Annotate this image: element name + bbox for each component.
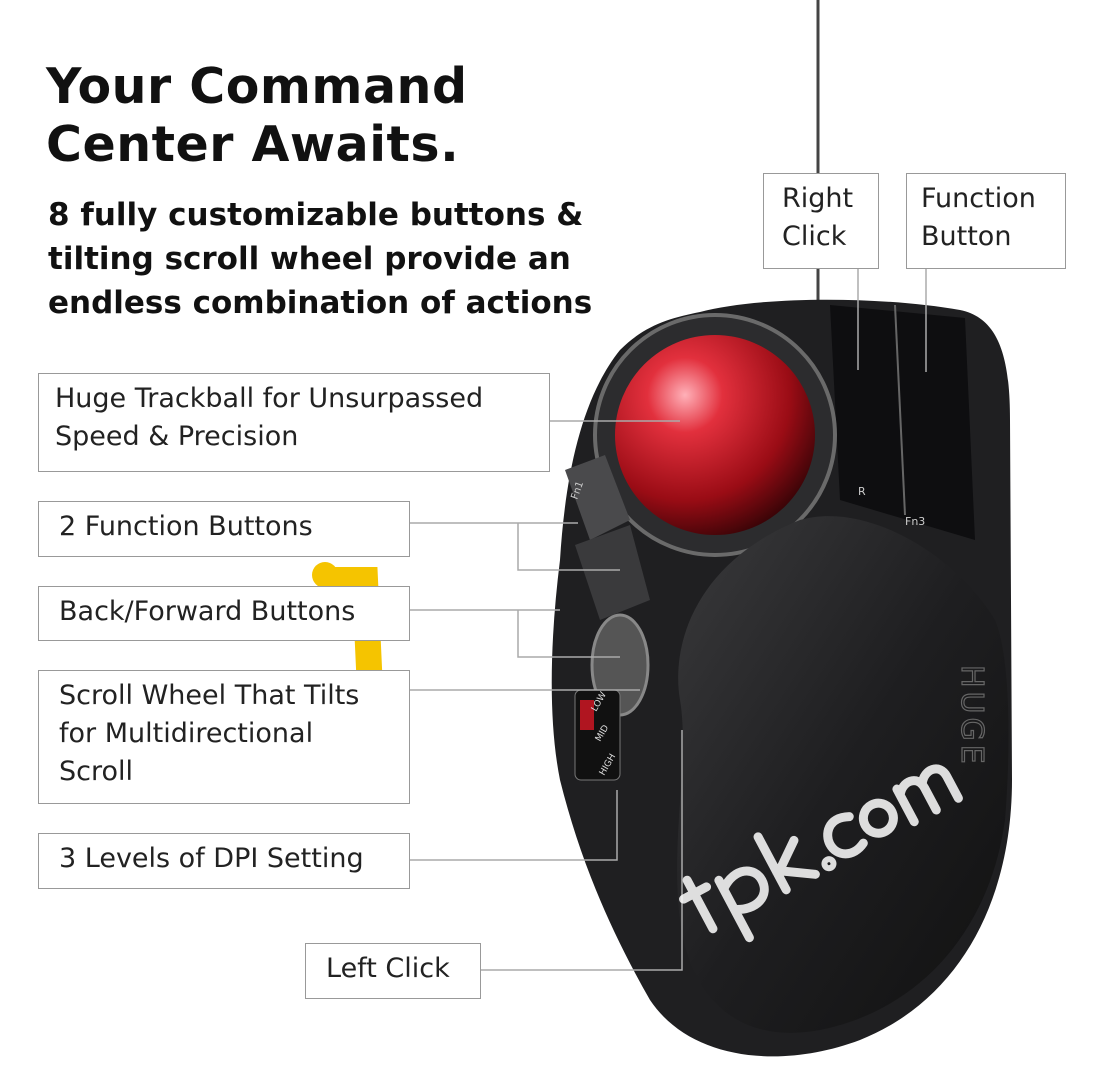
trackball (615, 335, 815, 535)
callout-left-click: Left Click (305, 943, 481, 999)
callout-function-buttons: 2 Function Buttons (38, 501, 410, 557)
callout-text: Left Click (326, 953, 450, 984)
callout-function-button: Function Button (906, 173, 1066, 269)
callout-trackball: Huge Trackball for Unsurpassed Speed & P… (38, 373, 550, 472)
callout-dpi: 3 Levels of DPI Setting (38, 833, 410, 889)
headline: Your Command Center Awaits. (46, 58, 468, 174)
leader-lines (409, 268, 927, 971)
callout-text: Huge Trackball for Unsurpassed (55, 383, 484, 414)
fn1-button (565, 455, 630, 540)
callout-scroll-wheel: Scroll Wheel That Tilts for Multidirecti… (38, 670, 410, 804)
callout-text: Scroll Wheel That Tilts (59, 680, 360, 711)
callout-text: 3 Levels of DPI Setting (59, 843, 364, 874)
callout-back-forward: Back/Forward Buttons (38, 586, 410, 641)
callout-text: Right (782, 183, 854, 214)
callout-text: Speed & Precision (55, 421, 299, 452)
subheadline-line: 8 fully customizable buttons & (48, 197, 584, 233)
fn3-label: Fn3 (905, 515, 925, 528)
callout-text: Function (921, 183, 1036, 214)
callout-text: Back/Forward Buttons (59, 596, 356, 627)
brand-logo: HUGE (954, 665, 989, 768)
subheadline-line: endless combination of actions (48, 285, 593, 321)
callout-text: Button (921, 221, 1012, 252)
subheadline-line: tilting scroll wheel provide an (48, 241, 571, 277)
callout-text: 2 Function Buttons (59, 511, 313, 542)
back-forward-buttons (575, 525, 650, 620)
right-click-button (830, 305, 975, 540)
callout-right-click: Right Click (763, 173, 879, 269)
r-label: R (858, 485, 866, 498)
headline-line: Your Command (46, 58, 468, 115)
callout-text: Click (782, 221, 847, 252)
callout-text: for Multidirectional (59, 718, 314, 749)
headline-line: Center Awaits. (46, 116, 460, 173)
callout-text: Scroll (59, 756, 134, 787)
subheadline: 8 fully customizable buttons & tilting s… (48, 193, 592, 325)
